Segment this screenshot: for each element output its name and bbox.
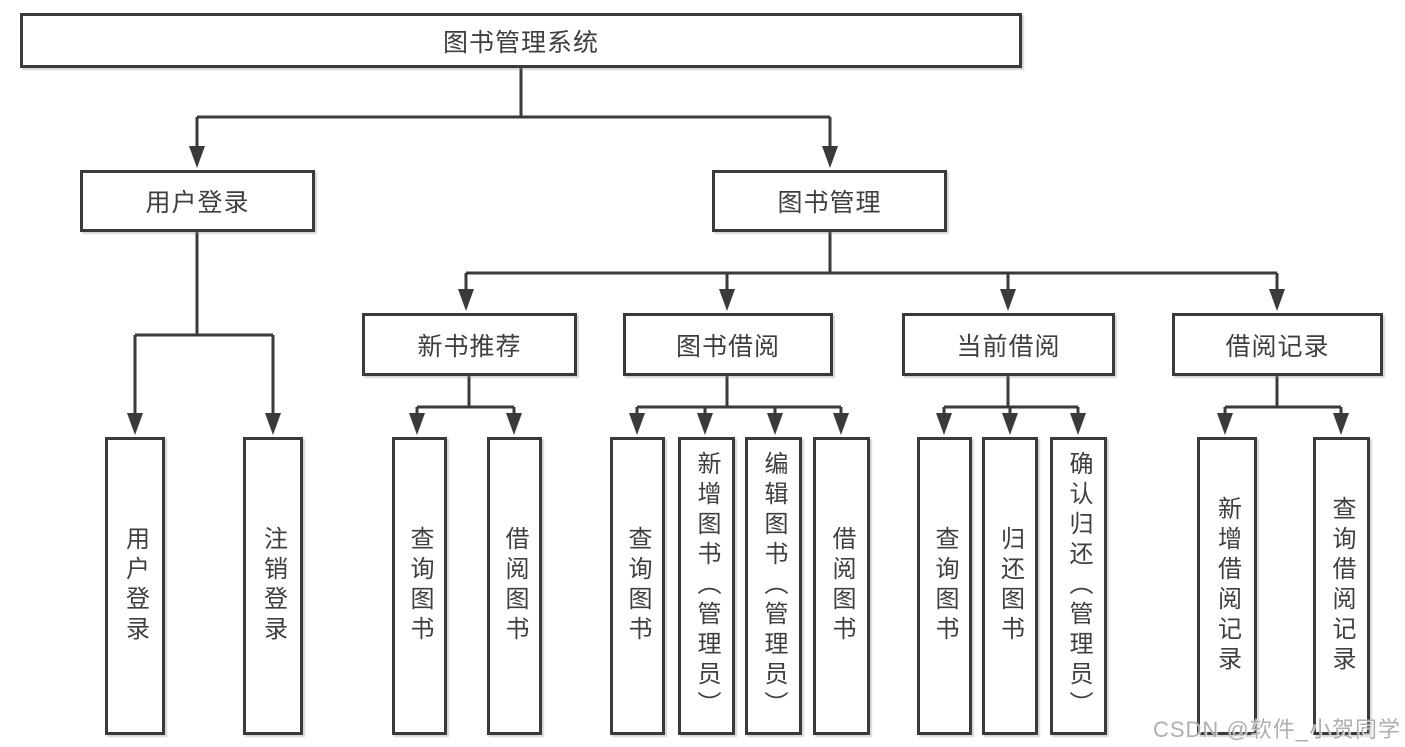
node-borrowing-records: 借阅记录 — [1172, 313, 1383, 376]
node-user-login: 用户登录 — [105, 437, 165, 735]
node-add-books-admin: 新增图书（管理员） — [678, 437, 735, 735]
node-new-book-recommendation: 新书推荐 — [362, 313, 577, 376]
node-borrow-books-recommend: 借阅图书 — [487, 437, 542, 735]
csdn-watermark: CSDN @软件_小贺同学 — [1152, 717, 1401, 742]
node-return-books: 归还图书 — [982, 437, 1038, 735]
node-edit-books-admin: 编辑图书（管理员） — [745, 437, 802, 735]
node-book-management-module: 图书管理 — [712, 170, 947, 232]
arrowheads — [127, 146, 1349, 435]
node-query-books-borrowing: 查询图书 — [610, 437, 665, 735]
node-borrow-books-borrowing: 借阅图书 — [813, 437, 870, 735]
node-logout: 注销登录 — [243, 437, 303, 735]
node-book-borrowing: 图书借阅 — [623, 313, 833, 376]
node-user-login-module: 用户登录 — [80, 170, 315, 232]
node-add-borrow-record: 新增借阅记录 — [1197, 437, 1257, 735]
node-confirm-return-admin: 确认归还（管理员） — [1050, 437, 1107, 735]
node-query-books-recommend: 查询图书 — [392, 437, 447, 735]
node-library-management-system: 图书管理系统 — [20, 13, 1022, 68]
node-current-borrowing: 当前借阅 — [902, 313, 1115, 376]
node-query-borrow-record: 查询借阅记录 — [1313, 437, 1370, 735]
node-query-books-current: 查询图书 — [917, 437, 972, 735]
